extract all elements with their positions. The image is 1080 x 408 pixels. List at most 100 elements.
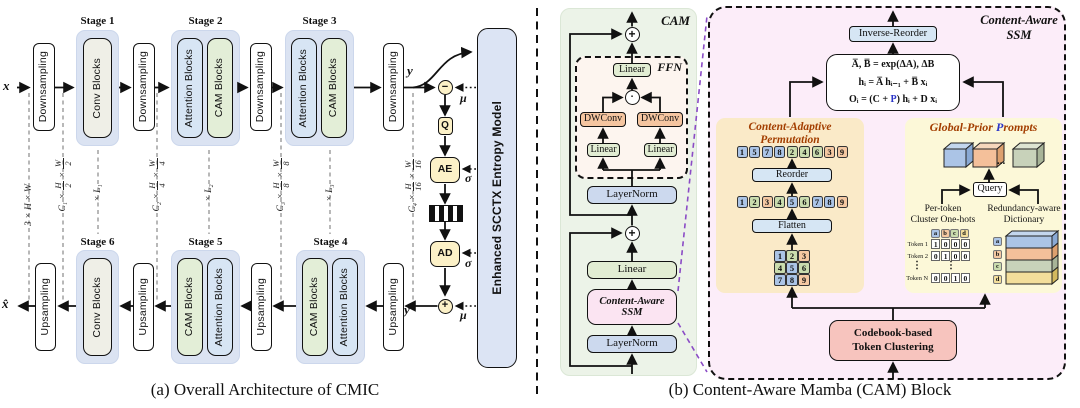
- equation-1: A̅, B̅ = exp(ΔA), ΔB: [851, 59, 935, 71]
- stage2-title: Stage 2: [188, 15, 223, 27]
- onehot-cell: 1: [950, 273, 961, 283]
- token-cell: 3: [761, 196, 773, 208]
- token-cell: 7: [761, 146, 773, 158]
- bitstream-cell: [457, 206, 463, 221]
- onehot-cell: 0: [960, 273, 971, 283]
- cam-blocks-label: CAM Blocks: [183, 277, 196, 337]
- plus-sign: +: [441, 299, 449, 312]
- codebook-line1: Codebook-based: [853, 326, 933, 339]
- token-cell: 8: [774, 146, 785, 158]
- prompt-p-symbol: P: [890, 94, 897, 106]
- ae-label: AE: [437, 163, 453, 176]
- sigma-label-ae: σ: [465, 171, 472, 185]
- downsampling-label: Downsampling: [37, 51, 50, 123]
- codebook-clustering-box: Codebook-based Token Clustering: [829, 320, 957, 361]
- dim-label-l1: × L₁: [93, 184, 103, 202]
- cam-title: CAM: [661, 13, 690, 28]
- entropy-model-box: Enhanced SCCTX Entropy Model: [477, 28, 517, 368]
- cluster-header-cell: a: [931, 229, 940, 238]
- cam-blocks-stage4: CAM Blocks: [302, 258, 328, 356]
- quantizer-box: Q: [437, 117, 453, 135]
- ssm-panel-arrows: [786, 10, 1039, 379]
- arithmetic-encoder-box: AE: [430, 157, 460, 183]
- dwconv-left: DWConv: [580, 112, 626, 127]
- upsampling-box-2: Upsampling: [133, 263, 154, 351]
- stage1-title: Stage 1: [80, 15, 115, 27]
- conv-blocks-stage6: Conv Blocks: [83, 258, 112, 356]
- add-node: +: [437, 298, 453, 314]
- stage5-title: Stage 5: [188, 236, 223, 248]
- upsampling-label: Upsampling: [254, 278, 267, 336]
- dim-label-input: 3 × H × W: [24, 184, 34, 226]
- downsampling-box-3: Downsampling: [250, 43, 272, 131]
- token-cell: 6: [811, 146, 823, 158]
- conv-blocks-stage1: Conv Blocks: [83, 38, 112, 138]
- plus-sign: +: [628, 26, 636, 41]
- ffn-linear-left: Linear: [587, 143, 620, 157]
- attention-blocks-label: Attention Blocks: [183, 48, 196, 128]
- token-cell: 6: [798, 262, 810, 274]
- token-cell: 4: [774, 262, 786, 274]
- ffn-linear-out: Linear: [613, 63, 651, 77]
- token-cell: 4: [774, 196, 785, 208]
- cam-blocks-label: CAM Blocks: [308, 277, 321, 337]
- token1-label: Token 1: [907, 241, 928, 248]
- downsampling-box-4: Downsampling: [383, 43, 404, 131]
- attention-blocks-stage4: Attention Blocks: [332, 258, 358, 356]
- token-cell: 6: [799, 196, 810, 208]
- ssm-line2: SSM: [621, 307, 643, 318]
- bitstream-cell: [448, 206, 453, 221]
- upsampling-box-1: Upsampling: [35, 263, 56, 351]
- layernorm-mid: LayerNorm: [587, 186, 677, 204]
- cluster-header-cell: c: [950, 229, 959, 238]
- prompts-title: Global-Prior Prompts: [929, 120, 1038, 134]
- conv-blocks-label: Conv Blocks: [90, 276, 103, 338]
- token-cell: 5: [749, 146, 760, 158]
- ffn-linear-right: Linear: [644, 143, 677, 157]
- dictionary-tag: d: [993, 274, 1002, 284]
- dim-label-l3: × L₃: [325, 184, 335, 202]
- layernorm-bottom: LayerNorm: [587, 335, 677, 353]
- downsampling-box-2: Downsampling: [133, 43, 155, 131]
- cam-blocks-stage2: CAM Blocks: [207, 38, 233, 138]
- elementwise-mult-node: ▪: [624, 90, 640, 105]
- onehot-cell: 0: [950, 251, 961, 261]
- caption-panel-b: (b) Content-Aware Mamba (CAM) Block: [668, 380, 952, 399]
- arithmetic-decoder-box: AD: [430, 241, 460, 267]
- onehot-cell: 0: [960, 239, 971, 249]
- bitstream-bar: [429, 205, 463, 222]
- cam-blocks-label: CAM Blocks: [213, 58, 226, 118]
- query-box: Query: [973, 182, 1007, 197]
- onehot-cell: 0: [940, 273, 951, 283]
- entropy-model-label: Enhanced SCCTX Entropy Model: [489, 101, 504, 295]
- onehot-cell: 0: [931, 273, 941, 283]
- token-cell: 3: [824, 146, 835, 158]
- onehot-cell: 1: [940, 251, 951, 261]
- upsampling-label: Upsampling: [38, 278, 51, 336]
- codebook-line2: Token Clustering: [852, 340, 934, 353]
- cam-blocks-stage3: CAM Blocks: [321, 38, 347, 138]
- reorder-box: Reorder: [752, 168, 832, 182]
- upsampling-box-4: Upsampling: [383, 263, 404, 351]
- equation-3: Oᵢ = (C + P) hᵢ + D xᵢ: [849, 94, 937, 106]
- token-cell: 9: [836, 146, 848, 158]
- dictionary-tag: c: [993, 262, 1002, 272]
- ffn-title: FFN: [657, 60, 682, 74]
- token-cell: 1: [736, 196, 748, 208]
- token-cell: 7: [811, 196, 823, 208]
- dot-sign: ▪: [630, 94, 634, 101]
- token-cell: 1: [774, 250, 786, 262]
- bitstream-cell: [452, 206, 458, 221]
- token-cell: 1: [736, 146, 748, 158]
- token-cell: 9: [836, 196, 848, 208]
